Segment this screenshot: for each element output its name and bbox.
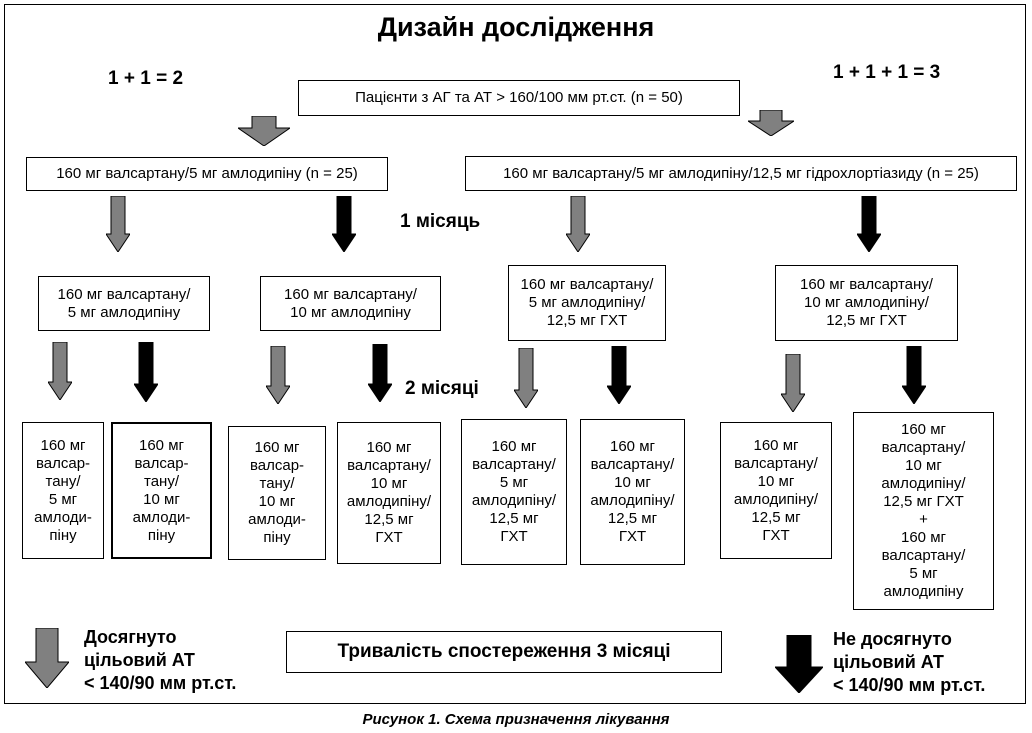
gray-down-arrow: [514, 348, 538, 408]
level3-box: 160 мг валсартану/ 10 мг амлодипіну/ 12,…: [853, 412, 994, 610]
level3-box: 160 мг валсар- тану/ 5 мг амлоди- піну: [22, 422, 104, 559]
followup-box: Тривалість спостереження 3 місяці: [286, 631, 722, 673]
level2-box: 160 мг валсартану/ 5 мг амлодипіну/ 12,5…: [508, 265, 666, 341]
diagram-title: Дизайн дослідження: [377, 12, 655, 42]
level3-box: 160 мг валсартану/ 10 мг амлодипіну/ 12,…: [580, 419, 685, 565]
level3-box: 160 мг валсартану/ 5 мг амлодипіну/ 12,5…: [461, 419, 567, 565]
legend-not-reached-label: Не досягнуто цільовий АТ < 140/90 мм рт.…: [833, 629, 986, 695]
figure-frame: [4, 4, 1026, 704]
legend-black-arrow: [775, 635, 823, 693]
gray-down-arrow: [781, 354, 805, 412]
level2-box: 160 мг валсартану/ 10 мг амлодипіну/ 12,…: [775, 265, 958, 341]
left-scheme-label: 1 + 1 = 2: [108, 68, 184, 89]
month-2-label: 2 місяці: [405, 378, 479, 399]
black-down-arrow: [902, 346, 926, 404]
figure-caption: Рисунок 1. Схема призначення лікування: [362, 711, 670, 728]
group-right-box: 160 мг валсартану/5 мг амлодипіну/12,5 м…: [465, 156, 1017, 191]
gray-down-arrow: [48, 342, 72, 400]
followup-text: Тривалість спостереження 3 місяці: [337, 641, 671, 662]
level2-box: 160 мг валсартану/ 5 мг амлодипіну: [38, 276, 210, 331]
group-left-box: 160 мг валсартану/5 мг амлодипіну (n = 2…: [26, 157, 388, 191]
level3-box: 160 мг валсартану/ 10 мг амлодипіну/ 12,…: [720, 422, 832, 559]
right-scheme-label: 1 + 1 + 1 = 3: [833, 62, 941, 83]
gray-down-arrow: [266, 346, 290, 404]
gray-down-arrow: [106, 196, 130, 252]
black-down-arrow: [607, 346, 631, 404]
level2-box: 160 мг валсартану/ 10 мг амлодипіну: [260, 276, 441, 331]
level3-box: 160 мг валсар- тану/ 10 мг амлоди- піну: [111, 422, 212, 559]
black-down-arrow: [368, 344, 392, 402]
month-1-label: 1 місяць: [400, 211, 481, 232]
black-down-arrow: [134, 342, 158, 402]
legend-reached-label: Досягнуто цільовий АТ < 140/90 мм рт.ст.: [84, 627, 237, 693]
black-down-arrow: [332, 196, 356, 252]
patients-box: Пацієнти з АГ та АТ > 160/100 мм рт.ст. …: [298, 80, 740, 116]
gray-down-arrow: [748, 110, 794, 136]
gray-down-arrow: [238, 116, 290, 146]
legend-gray-arrow: [25, 628, 69, 688]
level3-box: 160 мг валсартану/ 10 мг амлодипіну/ 12,…: [337, 422, 441, 564]
gray-down-arrow: [566, 196, 590, 252]
black-down-arrow: [857, 196, 881, 252]
level3-box: 160 мг валсар- тану/ 10 мг амлоди- піну: [228, 426, 326, 560]
